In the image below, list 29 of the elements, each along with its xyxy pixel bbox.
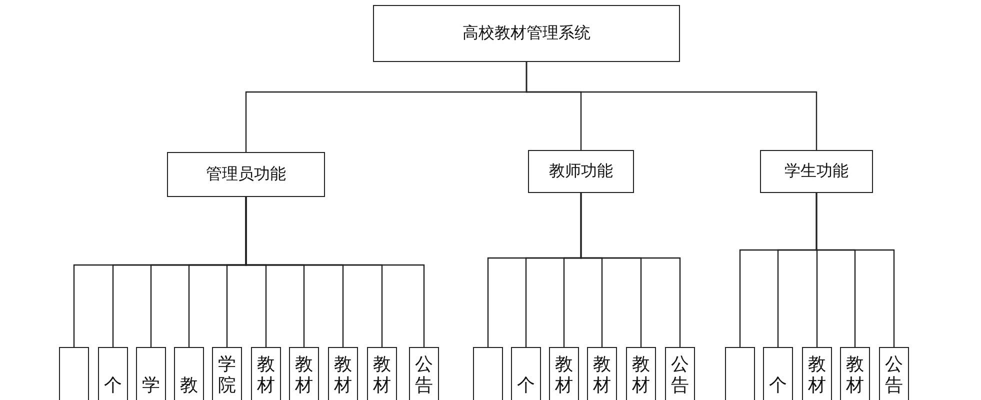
function-box: 教 xyxy=(174,347,204,400)
module-box: 教师功能 xyxy=(528,150,634,193)
function-box: 个 xyxy=(511,347,541,400)
function-box: 个 xyxy=(763,347,793,400)
function-box: 教材 xyxy=(802,347,832,400)
module-box: 管理员功能 xyxy=(167,152,325,197)
connector-line xyxy=(580,193,681,347)
function-box: 教材 xyxy=(587,347,617,400)
connector-line xyxy=(816,193,895,347)
root-box: 高校教材管理系统 xyxy=(373,5,680,62)
function-box: 学院 xyxy=(212,347,242,400)
function-box: 公告 xyxy=(409,347,439,400)
function-box xyxy=(59,347,89,400)
function-box: 教材 xyxy=(549,347,579,400)
function-box: 学 xyxy=(136,347,166,400)
function-box: 教材 xyxy=(626,347,656,400)
function-box: 教材 xyxy=(289,347,319,400)
function-box: 教材 xyxy=(251,347,281,400)
function-box: 公告 xyxy=(665,347,695,400)
function-box: 个 xyxy=(98,347,128,400)
function-box: 公告 xyxy=(879,347,909,400)
function-box: 教材 xyxy=(328,347,358,400)
connector-line xyxy=(245,197,425,347)
function-box: 教材 xyxy=(840,347,870,400)
function-box xyxy=(725,347,755,400)
module-box: 学生功能 xyxy=(760,150,873,193)
function-box: 教材 xyxy=(367,347,397,400)
connector-line xyxy=(526,62,818,150)
function-box xyxy=(473,347,503,400)
